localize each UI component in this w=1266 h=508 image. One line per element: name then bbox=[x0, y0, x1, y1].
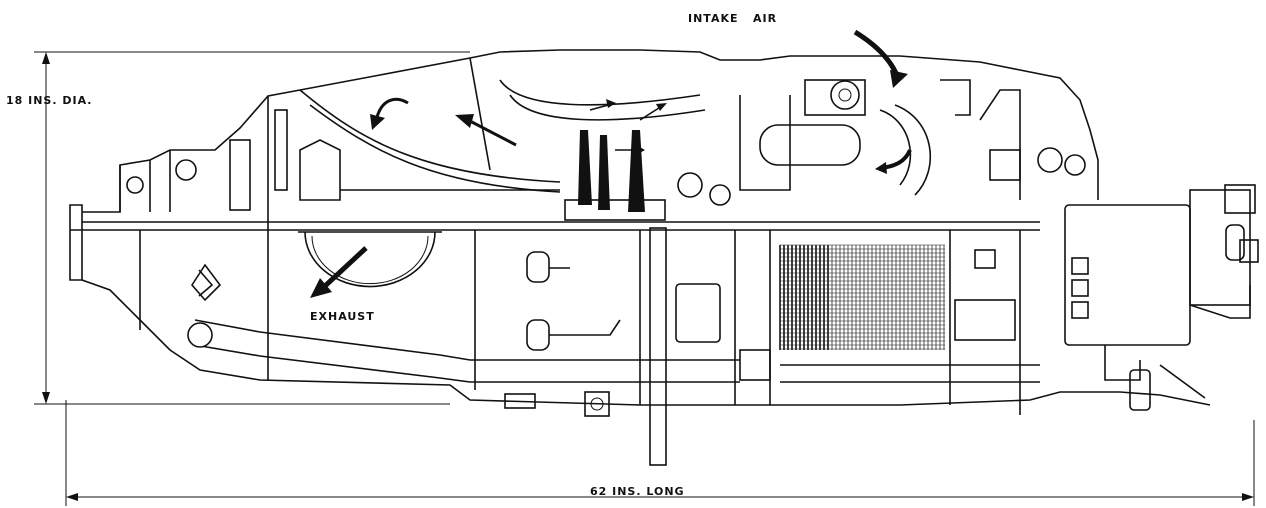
exhaust-arrow bbox=[310, 246, 368, 298]
length-dimension bbox=[65, 400, 1255, 506]
exhaust-label: EXHAUST bbox=[310, 310, 375, 323]
compressor-section bbox=[739, 79, 1086, 200]
internal-flow-arrows bbox=[589, 99, 912, 174]
engine-casing bbox=[69, 49, 1211, 466]
front-gear-section bbox=[119, 109, 341, 302]
exhaust-collector bbox=[298, 231, 442, 288]
length-label: 62 INS. LONG bbox=[590, 485, 685, 498]
intake-air-arrow bbox=[853, 29, 908, 88]
intake-air-label: INTAKE AIR bbox=[688, 12, 777, 25]
lower-section bbox=[187, 249, 1040, 417]
accessory-gearbox bbox=[1064, 184, 1259, 411]
cooler-mesh bbox=[779, 244, 945, 350]
diameter-label: 18 INS. DIA. bbox=[6, 94, 93, 107]
diameter-dimension bbox=[34, 51, 470, 405]
recirculation-arrow bbox=[370, 97, 517, 147]
turbine-section bbox=[299, 57, 731, 221]
